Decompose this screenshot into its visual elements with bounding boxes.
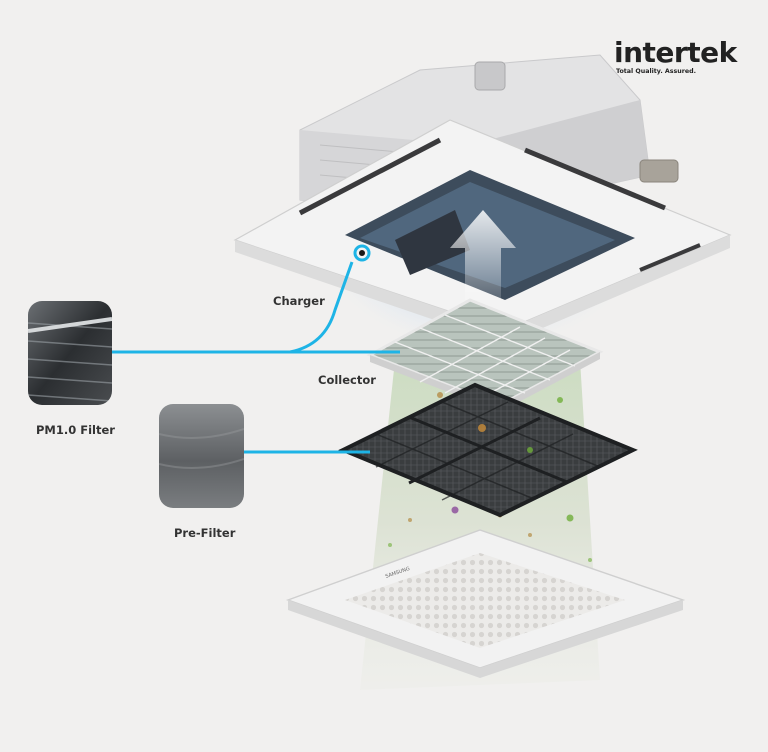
pre-filter-thumbnail (159, 404, 244, 508)
charger-marker-dot (359, 250, 365, 256)
pre-filter-label: Pre-Filter (174, 526, 236, 540)
front-grille-panel: SAMSUNG (285, 529, 686, 678)
charger-label: Charger (273, 294, 325, 308)
collector-label: Collector (318, 373, 376, 387)
pm-filter-thumbnail (28, 301, 112, 405)
logo-wordmark: intertek (614, 36, 737, 69)
intertek-logo: intertek Total Quality. Assured. (614, 36, 737, 76)
pre-filter-texture-icon (159, 404, 244, 508)
airflow-arrow-icon (450, 210, 516, 300)
callout-lines (112, 261, 400, 454)
pre-filter-panel (338, 382, 638, 518)
charger-marker (353, 244, 371, 262)
pm-filter-texture-icon (28, 301, 112, 405)
pm-filter-label: PM1.0 Filter (36, 423, 115, 437)
logo-tagline: Total Quality. Assured. (616, 68, 697, 75)
